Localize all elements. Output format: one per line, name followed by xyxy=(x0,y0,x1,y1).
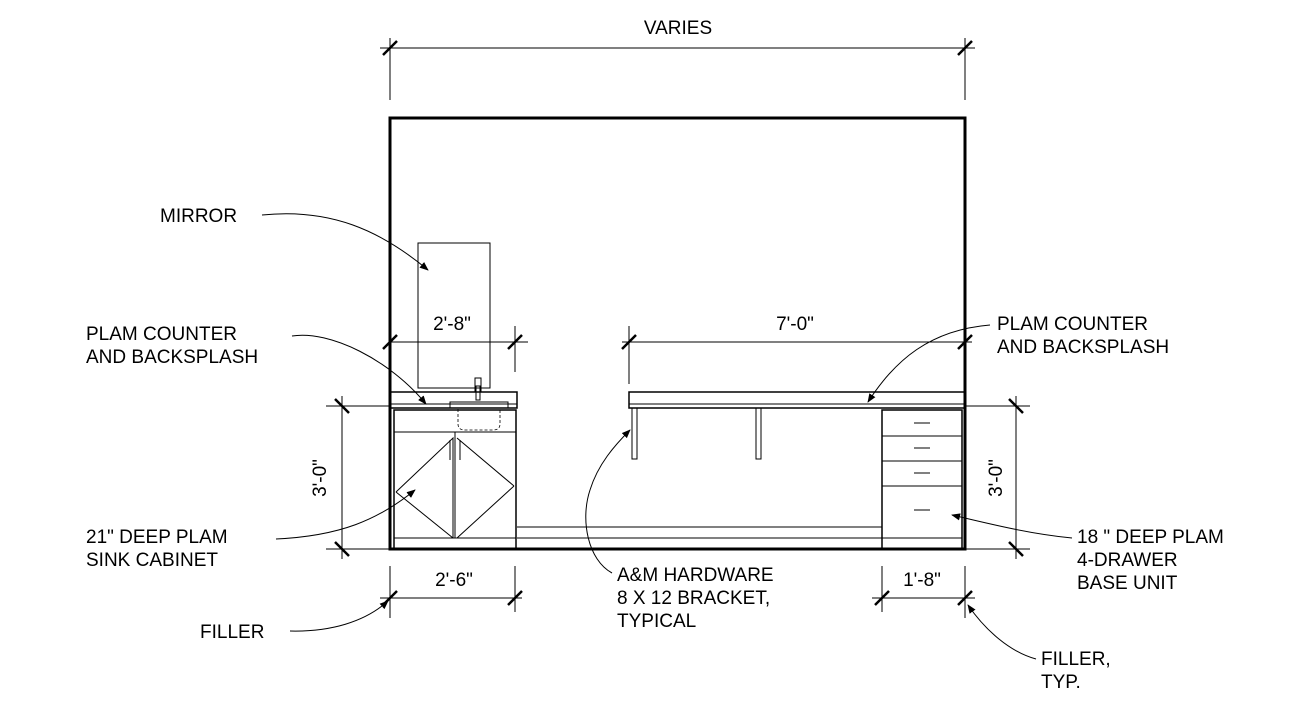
drawer-base-unit xyxy=(881,409,963,550)
mirror-width-dimension: 2'-8" xyxy=(382,314,528,372)
drawer-unit-label-line1: 18 " DEEP PLAM xyxy=(1077,527,1224,548)
counter-width-label: 7'-0" xyxy=(776,314,814,335)
counter-width-dimension: 7'-0" xyxy=(621,314,973,384)
filler-right-callout: FILLER, TYP. xyxy=(967,604,1111,693)
counter-left-label-line2: AND BACKSPLASH xyxy=(86,347,258,368)
counter-right-callout: PLAM COUNTER AND BACKSPLASH xyxy=(867,314,1169,403)
sink-basin xyxy=(449,401,509,431)
sink-counter xyxy=(389,391,518,409)
bracket-label-line3: TYPICAL xyxy=(617,611,696,632)
drawer-unit-callout: 18 " DEEP PLAM 4-DRAWER BASE UNIT xyxy=(951,513,1224,594)
drawer-unit-label-line2: 4-DRAWER xyxy=(1077,550,1178,571)
support-brackets xyxy=(631,407,762,460)
sink-cabinet-width-label: 2'-6" xyxy=(435,570,473,591)
wall-outline xyxy=(388,116,967,551)
bracket-label-line2: 8 X 12 BRACKET, xyxy=(617,588,770,609)
right-height-dimension: 3'-0" xyxy=(965,396,1030,559)
sink-cabinet-label-line1: 21" DEEP PLAM xyxy=(86,527,228,548)
counter-right-label-line2: AND BACKSPLASH xyxy=(997,337,1169,358)
filler-left-label: FILLER xyxy=(200,622,264,643)
mirror-label: MIRROR xyxy=(160,206,237,227)
sink-cabinet-width-dimension: 2'-6" xyxy=(380,566,523,618)
counter-left-callout: PLAM COUNTER AND BACKSPLASH xyxy=(86,324,427,405)
sink-cabinet-label-line2: SINK CABINET xyxy=(86,550,218,571)
bracket-callout: A&M HARDWARE 8 X 12 BRACKET, TYPICAL xyxy=(585,429,774,632)
counter-right-label-line1: PLAM COUNTER xyxy=(997,314,1148,335)
drawer-unit-width-dimension: 1'-8" xyxy=(872,566,975,618)
filler-right-label-line2: TYP. xyxy=(1041,672,1081,693)
main-counter xyxy=(628,391,966,409)
mirror-callout: MIRROR xyxy=(160,206,429,271)
drawer-unit-label-line3: BASE UNIT xyxy=(1077,573,1178,594)
right-height-label: 3'-0" xyxy=(986,459,1007,497)
bracket-label-line1: A&M HARDWARE xyxy=(617,565,774,586)
filler-right-label-line1: FILLER, xyxy=(1041,649,1111,670)
kick-panel xyxy=(517,526,882,539)
drawer-unit-width-label: 1'-8" xyxy=(903,570,941,591)
mirror-width-label: 2'-8" xyxy=(433,314,471,335)
left-height-dimension: 3'-0" xyxy=(310,396,390,559)
filler-left-callout: FILLER xyxy=(200,600,389,643)
sink-cabinet xyxy=(393,409,517,550)
left-height-label: 3'-0" xyxy=(310,459,331,497)
sink-faucet xyxy=(470,377,486,401)
overall-width-label: VARIES xyxy=(644,18,712,39)
counter-left-label-line1: PLAM COUNTER xyxy=(86,324,237,345)
overall-width-dimension: VARIES xyxy=(380,18,975,100)
sink-cabinet-callout: 21" DEEP PLAM SINK CABINET xyxy=(86,489,416,571)
mirror xyxy=(417,242,491,389)
